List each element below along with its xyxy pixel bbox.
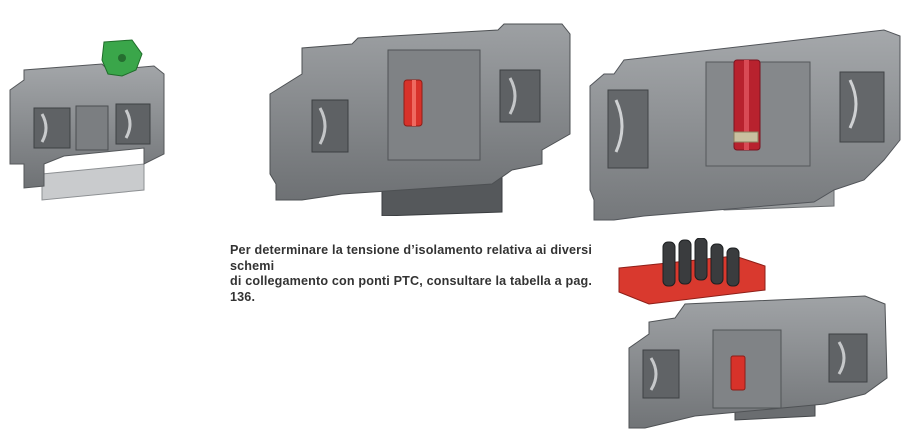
terminal-block-green-lever-image [4,14,172,204]
terminal-block-red-bridge-image [615,238,903,432]
terminal-block-red-fuse-image [262,4,580,216]
insulation-voltage-note: Per determinare la tensione d’isolamento… [230,243,592,305]
terminal-block-red-fuse-large-image [584,20,906,232]
caption-line-2: di collegamento con ponti PTC, consultar… [230,274,592,304]
caption-line-1: Per determinare la tensione d’isolamento… [230,243,592,273]
